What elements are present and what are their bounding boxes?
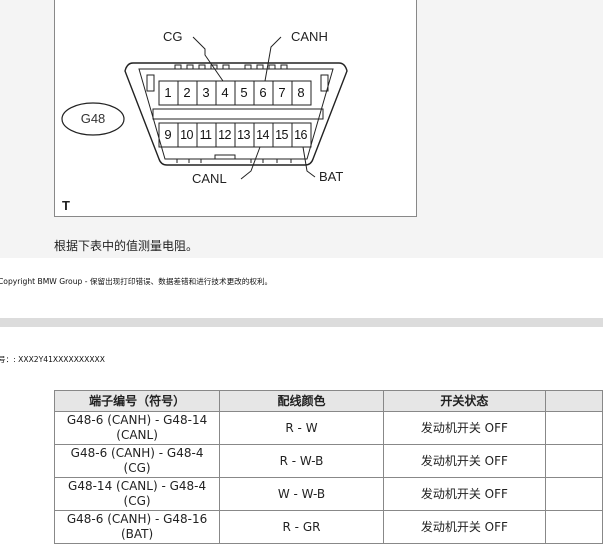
pin-3: 3 [202,85,210,100]
cg-leader [192,36,224,82]
instruction-text: 根据下表中的值测量电阻。 [54,239,199,253]
figure-area: CG CANH CANL BAT 1 2 3 4 5 6 7 8 9 10 11… [0,0,603,258]
pin-10: 10 [180,128,193,142]
cell-wire: R - GR [219,510,384,544]
cell-terminal: G48-6 (CANH) - G48-4 (CG) [53,444,221,478]
pin-15: 15 [275,128,288,142]
copyright-notice: 保留出现打印错误、数据差错和进行技术更改的权利。 [89,277,273,286]
g48-ellipse [61,102,125,136]
cell-wire: R - W-B [219,444,384,478]
pin-4: 4 [221,85,229,100]
pin-16: 16 [294,128,307,142]
pin-14: 14 [256,128,269,142]
pin-12: 12 [218,128,231,142]
resistance-spec-table: 端子编号（符号） 配线颜色 开关状态 G48-6 (CANH) - G48-14… [53,390,603,544]
connector-drawing [61,36,348,180]
figure-corner-mark: T [62,198,70,213]
header-terminal: 端子编号（符号） [53,390,221,412]
pin-13: 13 [237,128,250,142]
connector-outline [124,62,348,166]
cell-wire: R - W [219,411,384,445]
label-cg: CG [163,29,183,44]
pin-7: 7 [278,85,286,100]
header-extra [544,390,603,412]
table-row: G48-6 (CANH) - G48-4 (CG) R - W-B 发动机开关 … [53,444,603,478]
cell-state: 发动机开关 OFF [382,411,546,445]
label-canh: CANH [291,29,328,44]
copyright-line: Copyright BMW Group - 保留出现打印错误、数据差错和进行技术… [0,276,272,287]
cell-state: 发动机开关 OFF [382,510,546,544]
header-switch-state: 开关状态 [382,390,546,412]
pin-5: 5 [240,85,248,100]
canh-leader [264,36,282,82]
pin-11: 11 [199,128,212,142]
cell-state: 发动机开关 OFF [382,477,546,511]
canl-leader [240,146,261,180]
cell-wire: W - W-B [219,477,384,511]
connector-inner-outline [138,68,334,160]
connector-diagram: CG CANH CANL BAT 1 2 3 4 5 6 7 8 9 10 11… [54,0,417,217]
section-divider [0,318,603,327]
pin-6: 6 [259,85,267,100]
connector-name: G48 [80,111,106,126]
table-row: G48-6 (CANH) - G48-16 (BAT) R - GR 发动机开关… [53,510,603,544]
copyright-brand: Copyright BMW Group - [0,277,88,286]
cell-state: 发动机开关 OFF [382,444,546,478]
document-id: 号：: XXX2Y41XXXXXXXXXX [0,355,105,364]
table-row: G48-14 (CANL) - G48-4 (CG) W - W-B 发动机开关… [53,477,603,511]
pin-2: 2 [183,85,191,100]
cell-extra [544,411,603,445]
label-canl: CANL [192,171,227,186]
table-row: G48-6 (CANH) - G48-14 (CANL) R - W 发动机开关… [53,411,603,445]
cell-terminal: G48-6 (CANH) - G48-16 (BAT) [53,510,221,544]
cell-extra [544,444,603,478]
cell-terminal: G48-14 (CANL) - G48-4 (CG) [53,477,221,511]
cell-terminal: G48-6 (CANH) - G48-14 (CANL) [53,411,221,445]
label-bat: BAT [319,169,344,184]
pin-9: 9 [164,127,172,142]
pin-1: 1 [164,85,172,100]
cell-extra [544,477,603,511]
bat-leader [302,146,316,178]
pin-8: 8 [297,85,305,100]
cell-extra [544,510,603,544]
table-header-row: 端子编号（符号） 配线颜色 开关状态 [53,390,603,412]
header-wire-color: 配线颜色 [219,390,384,412]
